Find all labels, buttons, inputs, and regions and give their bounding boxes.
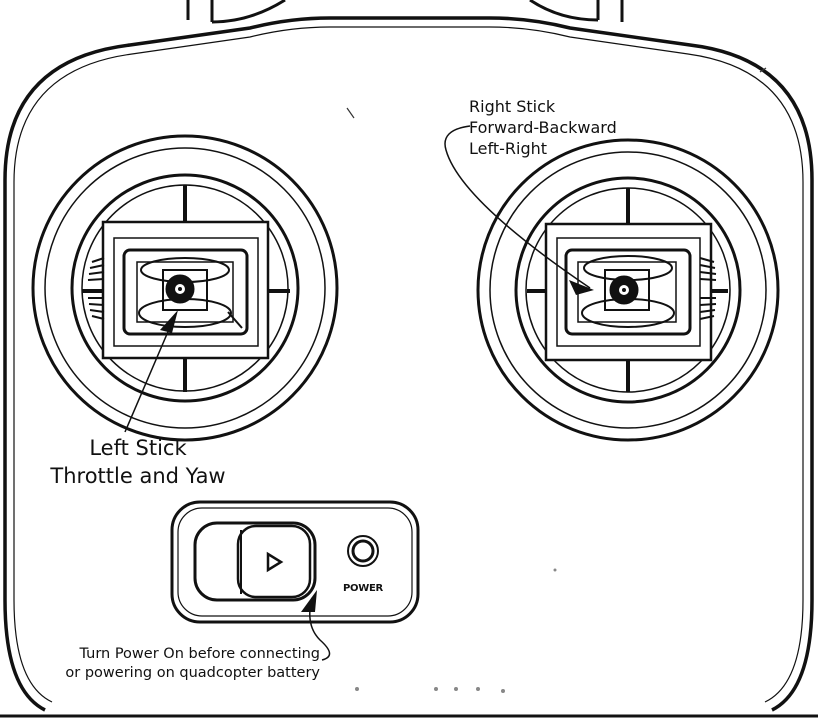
left-trim-ridges	[87, 257, 105, 320]
power-note-line1: Turn Power On before connecting	[79, 646, 320, 662]
play-triangle-icon	[266, 551, 284, 573]
led-ring-icon	[347, 535, 379, 567]
surface-specks	[355, 568, 557, 693]
surface-scratch	[346, 107, 355, 119]
surface-scratch-2	[759, 67, 767, 73]
top-handles	[186, 0, 624, 24]
power-switch[interactable]	[193, 521, 317, 602]
right-stick-line1: Forward-Backward	[469, 118, 617, 137]
callout-arrows	[124, 125, 591, 661]
right-stick-callout: Right Stick Forward-Backward Left-Right	[469, 96, 617, 159]
right-stick-title: Right Stick	[469, 97, 556, 116]
right-stick-gimbal[interactable]	[476, 138, 780, 442]
left-stick-callout: Left Stick Throttle and Yaw	[28, 434, 248, 490]
power-note-callout: Turn Power On before connecting or power…	[20, 645, 320, 683]
right-stick-line2: Left-Right	[469, 139, 548, 158]
arrowheads	[160, 280, 594, 612]
power-note-line2: or powering on quadcopter battery	[65, 665, 320, 681]
right-trim-ridges	[699, 257, 717, 320]
controller-inner-outline	[13, 26, 804, 703]
left-stick-title: Left Stick	[89, 436, 187, 460]
left-stick-gimbal[interactable]	[31, 134, 339, 442]
power-label: POWER	[343, 583, 383, 594]
left-stick-subtitle: Throttle and Yaw	[50, 464, 226, 488]
controller-body	[3, 16, 814, 712]
power-panel	[170, 500, 420, 624]
